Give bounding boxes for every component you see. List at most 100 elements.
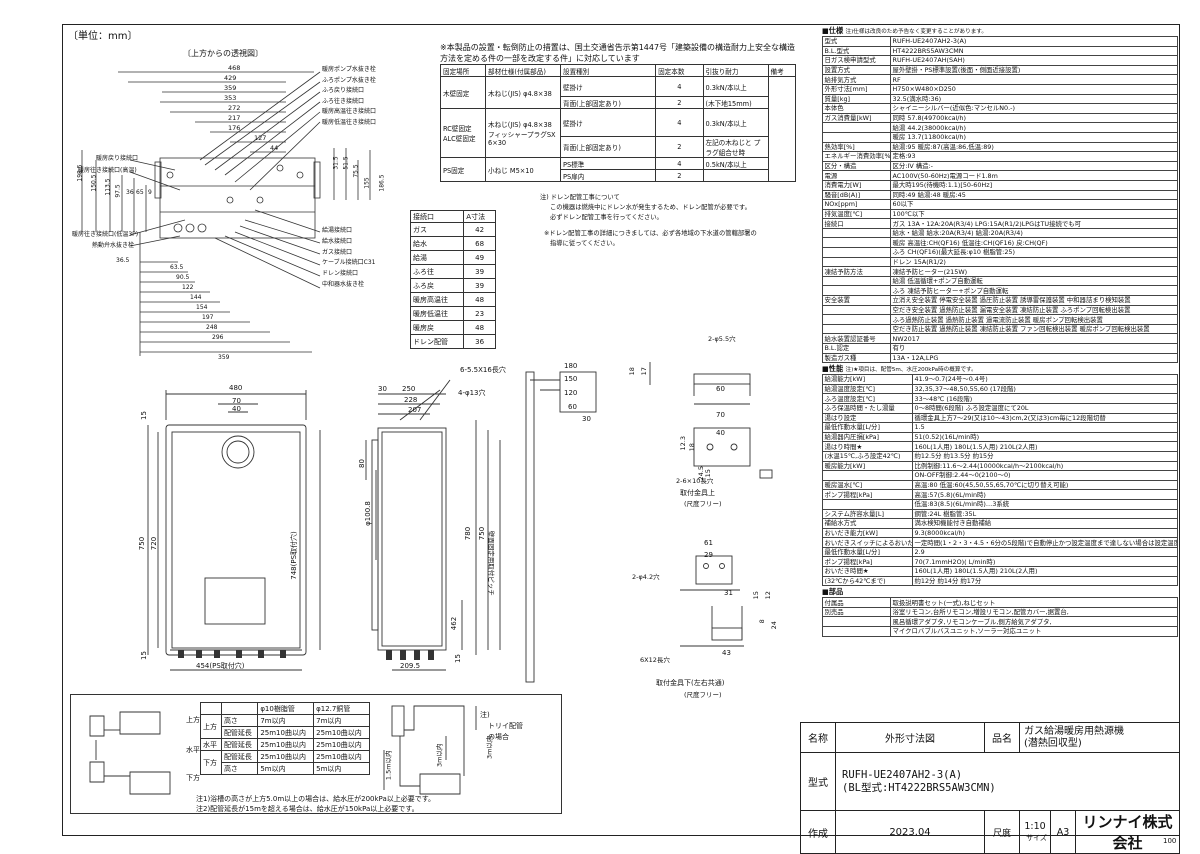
a-header: 接続口 [409,210,465,223]
dim-bottom-3: 90.5 [176,274,190,281]
fix-cell: PS扉内 [559,169,657,182]
a-cell: 暖房低温往 [409,306,465,321]
pipe-cell: 25m10曲以内 [313,750,370,763]
spec-row-value: 暖房 13.7(11800kcal/h) [890,131,1178,143]
spec-row-value: 同時:49 給湯:48 暖房:45 [890,189,1178,201]
spec-row: 外形寸法[mm]H750×W480×D250 [822,83,1178,95]
spec-row: 騒音[dB(A)]同時:49 給湯:48 暖房:45 [822,189,1178,201]
spec-row-value: 給水・給湯 給水:20A(R3/4) 給湯:20A(R3/4) [890,227,1178,239]
spec-row-value: NW2017 [890,333,1178,344]
fix-header: 設置種別 [559,64,657,77]
a-cell: ドレン配管 [409,334,465,349]
pipe-side-down: 下方 [186,774,200,782]
drain-note-line: ※ドレン配管工事の詳細につきましては、必ず各地域の下水道の管轄部署の [544,230,757,237]
spec-row-label: 暖房温水[℃] [822,479,913,491]
callout: 暖房ポンプ水抜き栓 [322,66,376,73]
spec-row-value: ガス 13A・12A:20A(R3/4) LPG:15A(R1/2)LPGはTU… [890,218,1178,229]
spec-row-label: ポンプ揚程[kPa] [822,489,913,500]
bracket-dim-30: 30 [582,415,591,423]
spec-row-label: 給排気方式 [822,74,891,85]
bracket-b-dim-12: 12 [763,591,772,600]
spec-row-value: 鋼管:24L 樹脂管:35L [912,508,1178,520]
spec-row-value: HT4222BRS5AW3CMN [890,45,1178,57]
side-dim-15: 15 [453,654,462,663]
spec-row-value: ふろ CH(QF16)(最大延長:φ10 樹脂管:25) [890,247,1178,258]
spec-row-value: 70(7.1mmH2O)( L/min時) [912,556,1178,568]
side-dim-dia: φ100.8 [363,501,372,526]
spec-row: 排気温度[℃]100℃以下 [822,208,1178,220]
spec-row-label: 質量[kg] [822,93,891,105]
bracket-bottom-caption: 取付金具下(左右共通) [656,679,725,687]
dim-top-9: 44 [270,144,279,152]
dim-bottom-7: 197 [202,314,214,321]
spec-row: 接続口ガス 13A・12A:20A(R3/4) LPG:15A(R1/2)LPG… [822,218,1178,229]
pipe-cell: 25m10曲以内 [313,738,370,751]
spec-row: おいだき時間★160L(1人用) 180L(1.5人用) 210L(2人用) [822,566,1178,577]
perf-header: ■性能 [822,364,844,374]
fix-cell: 左記の木ねじと プラグ組合せ時 [702,136,769,158]
spec-row-label: 安全装置 [822,295,891,306]
fix-cell: 4 [655,108,704,137]
spec-row-label: 最低作動水量[L/分] [822,422,913,433]
bracket-dim-18: 18 [627,367,636,376]
fix-header: 備考 [767,64,796,77]
spec-row-label: ガス消費量[kW] [822,112,891,124]
callout: 暖房高温往き接続口 [322,108,377,115]
callout: ガス接続口 [322,248,353,256]
spec-row-label: 給湯器内圧損[kPa] [822,431,913,443]
spec-row-label: 電源 [822,170,891,181]
dim-top-6: 217 [228,114,241,122]
spec-row: ふろ温度設定[℃]33〜48℃ (16段階) [822,393,1178,404]
drain-note-line: 注) ドレン配管工事について [540,194,620,201]
spec-row-value: 2.9 [912,546,1178,558]
spec-row: 給湯能力[kW]41.9〜0.7(24号〜0.4号) [822,374,1178,385]
spec-row-label: 別売品 [822,606,891,618]
dim-right-1: 31.5 [332,156,340,170]
spec-row-label [822,626,891,637]
trough-piping-diagram [383,705,477,795]
spec-row-value: 33〜48℃ (16段階) [912,393,1178,404]
spec-row-value: 有り [890,343,1178,354]
perf-table: 給湯能力[kW]41.9〜0.7(24号〜0.4号)給湯温度設定[℃]32,35… [822,374,1178,587]
pipe-note-1: 注1)浴槽の高さが上方5.0m以上の場合は、給水圧が200kPa以上必要です。 [196,795,436,803]
title-block: 名称 外形寸法図 品名 ガス給湯暖房用熱源機(潜熱回収型) 型式 RUFH-UE… [800,722,1180,854]
spec-row-label [822,122,891,133]
a-cell: 給湯 [409,250,465,265]
spec-row-label: 暖房能力[kW] [822,460,913,472]
pipe-cell: 25m10曲以内 [257,738,315,751]
spec-row-label: (32℃から42℃まで) [822,575,913,587]
company-name: リンナイ株式会社 [1075,810,1180,854]
product-value: ガス給湯暖房用熱源機 [1024,725,1124,737]
dim-bottom-1: 36.5 [116,257,130,264]
spec-row-label: (水温15℃,ふろ設定42℃) [822,450,913,462]
spec-row-label: 設置方式 [822,64,891,76]
size-label: サイズ [1026,834,1047,842]
callout: 中和器水抜き栓 [322,280,365,288]
bracket-b-dim-29: 29 [704,551,713,559]
spec-row-value: 比例制御:11.6〜2.44(10000kcal/h〜2100kcal/h) [912,460,1178,472]
perf-header-note: 注)★項目は、配管5m、水圧200kPa時の概算です。 [845,367,977,374]
spec-row: 本体色シャイニーシルバー(近似色:マンセルN0.-) [822,103,1178,114]
spec-row: 給湯 低温循環+ポンプ自動運転 [822,275,1178,287]
spec-row-label [822,305,891,316]
spec-row-label: 日ガス検申請型式 [822,55,891,66]
side-dim-228: 228 [404,396,418,404]
spec-row-label: 給湯温度設定[℃] [822,383,913,395]
spec-row: ガス消費量[kW]同時 57.8(49700kcal/h) [822,112,1178,124]
spec-row: ふろ CH(QF16)(最大延長:φ10 樹脂管:25) [822,247,1178,258]
pipe-cell: 5m以内 [257,762,315,775]
pipe-header [220,702,259,715]
spec-row: おいだきスイッチによるおいだき一定時間(1・2・3・4.5・6分の5段階)で自動… [822,537,1178,548]
bath-diagram [89,711,171,795]
spec-row: 暖房温水[℃]高温:80 低温:60(45,50,55,65,70℃に切り替え可… [822,479,1178,491]
spec-row: 質量[kg]32.5(満水時:36) [822,93,1178,105]
callout: 暖房低温往き接続口 [322,118,377,126]
spec-row-value: 区分:IV 構造:- [890,160,1178,172]
spec-row: 付属品取扱説明書セット(一式),ねじセット [822,597,1178,608]
model-cell: RUFH-UE2407AH2-3(A)(BL型式:HT4222BRS5AW3CM… [835,752,1180,811]
parts-header: ■部品 [822,587,844,597]
a-cell: 給水 [409,236,465,251]
